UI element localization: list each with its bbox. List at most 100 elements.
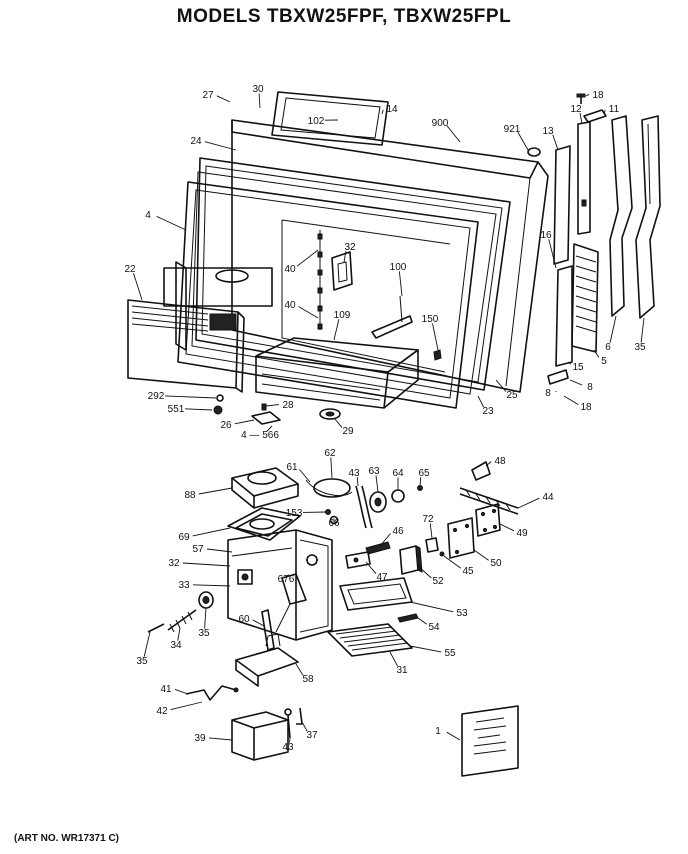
callout-label-c46: 46 xyxy=(392,526,404,537)
leader-line-c61 xyxy=(299,469,311,483)
page-title: MODELS TBXW25FPF, TBXW25FPL xyxy=(176,6,512,27)
leader-line-c23 xyxy=(477,395,485,408)
leader-line-c40b xyxy=(298,306,319,319)
callout-label-c4: 4 xyxy=(145,210,151,221)
leader-line-c49 xyxy=(499,523,515,532)
callout-label-c32a: 32 xyxy=(344,242,356,253)
leader-line-c69 xyxy=(192,527,231,537)
callout-label-c13: 13 xyxy=(542,126,554,137)
callout-leaders xyxy=(133,93,645,743)
callout-label-c566: 4 — 566 xyxy=(241,430,279,441)
lever-part-48 xyxy=(471,461,491,481)
callout-label-c64: 64 xyxy=(392,468,404,479)
callout-label-c43a: 43 xyxy=(348,468,360,479)
callout-label-c43b: 43 xyxy=(282,742,294,753)
leader-line-c35a xyxy=(640,317,645,343)
valve-part-64 xyxy=(391,489,405,503)
callout-label-c39: 39 xyxy=(194,733,206,744)
callout-label-c31: 31 xyxy=(396,665,408,676)
callout-label-c14: 14 xyxy=(386,104,398,115)
callout-label-c35b: 35 xyxy=(198,628,210,639)
leader-line-c6 xyxy=(609,315,617,343)
callout-label-c18a: 18 xyxy=(592,90,604,101)
leader-line-c53 xyxy=(409,601,454,613)
leader-line-c60 xyxy=(252,619,265,627)
callout-label-c676: 676 xyxy=(278,574,295,585)
hinge-pin-part-18 xyxy=(576,93,586,104)
handle-part-35 xyxy=(635,115,661,319)
callout-label-c292: 292 xyxy=(148,391,165,402)
callout-label-c54: 54 xyxy=(428,622,440,633)
leader-line-c47 xyxy=(365,561,377,574)
leader-line-c31 xyxy=(389,651,398,667)
cover-part-29 xyxy=(319,408,341,420)
callout-label-c45: 45 xyxy=(462,566,474,577)
leader-line-c43a xyxy=(356,477,359,487)
hinge-plate-part-11 xyxy=(583,109,607,123)
callout-label-c109: 109 xyxy=(334,310,351,321)
leader-line-c35c xyxy=(143,631,151,657)
leader-line-c43b xyxy=(289,737,291,743)
callout-label-c153: 153 xyxy=(286,508,303,519)
callout-label-c58: 58 xyxy=(302,674,314,685)
leader-line-c58 xyxy=(295,663,304,676)
outer-door-panel-part-900 xyxy=(231,119,549,393)
screw-part-65 xyxy=(417,485,423,491)
leader-line-c72 xyxy=(429,523,433,539)
callout-label-c57: 57 xyxy=(192,544,204,555)
screw-part-153 xyxy=(325,509,331,515)
clip-part-37 xyxy=(296,707,303,725)
callout-label-c49: 49 xyxy=(516,528,528,539)
strip-part-54 xyxy=(397,613,419,623)
leader-line-c63 xyxy=(375,475,379,493)
callout-label-c88: 88 xyxy=(184,490,196,501)
leader-line-c41 xyxy=(174,688,189,695)
hinge-plate-part-8 xyxy=(547,369,569,385)
callout-label-c62: 62 xyxy=(324,448,336,459)
leader-line-c13 xyxy=(552,134,559,151)
dispenser-body-part-57 xyxy=(227,529,333,641)
callout-label-c150: 150 xyxy=(422,314,439,325)
callout-label-c44: 44 xyxy=(542,492,554,503)
grille-panel-part-22 xyxy=(127,299,245,393)
inner-door-liner-part-4 xyxy=(163,181,479,409)
callout-label-c69: 69 xyxy=(178,532,190,543)
vent-grille-part-5 xyxy=(571,243,599,353)
knob-part-35 xyxy=(198,591,214,609)
trim-strip-part-16 xyxy=(555,265,573,367)
callout-label-c50: 50 xyxy=(490,558,502,569)
leader-line-c88 xyxy=(198,487,233,495)
leader-line-c54 xyxy=(417,617,428,625)
callout-label-c6: 6 xyxy=(605,342,611,353)
callout-label-c53: 53 xyxy=(456,608,468,619)
bracket-part-58 xyxy=(235,633,299,687)
callout-label-c18b: 18 xyxy=(580,402,592,413)
block-part-47 xyxy=(345,551,371,569)
callout-label-c33: 33 xyxy=(178,580,190,591)
callout-label-c30: 30 xyxy=(252,84,264,95)
bracket-part-32 xyxy=(331,251,353,291)
leader-line-c29 xyxy=(333,417,343,428)
callout-label-c1: 1 xyxy=(435,726,441,737)
callout-label-c72: 72 xyxy=(422,514,434,525)
callout-label-c61: 61 xyxy=(286,462,298,473)
leader-line-c39 xyxy=(208,737,233,741)
leader-line-c30 xyxy=(258,93,261,109)
callout-label-c26: 26 xyxy=(220,420,232,431)
leader-line-c33 xyxy=(192,584,231,587)
callout-label-c40a: 40 xyxy=(284,264,296,275)
wire-part-61 xyxy=(305,479,353,496)
callout-label-c48: 48 xyxy=(494,456,506,467)
leader-line-c566 xyxy=(266,425,273,433)
clip-part-150 xyxy=(433,349,442,361)
leader-line-c18a xyxy=(585,93,590,97)
shelf-support-part-100 xyxy=(371,295,413,339)
leader-line-c52 xyxy=(417,565,432,579)
switch-part-72 xyxy=(425,537,439,553)
leader-line-c5 xyxy=(593,349,600,358)
drip-tray-grate-part-55 xyxy=(327,623,413,657)
valve-part-63 xyxy=(369,491,387,513)
leader-line-c26 xyxy=(234,419,255,425)
callout-label-c8b: 8 xyxy=(545,388,551,399)
callout-label-c35a: 35 xyxy=(634,342,646,353)
